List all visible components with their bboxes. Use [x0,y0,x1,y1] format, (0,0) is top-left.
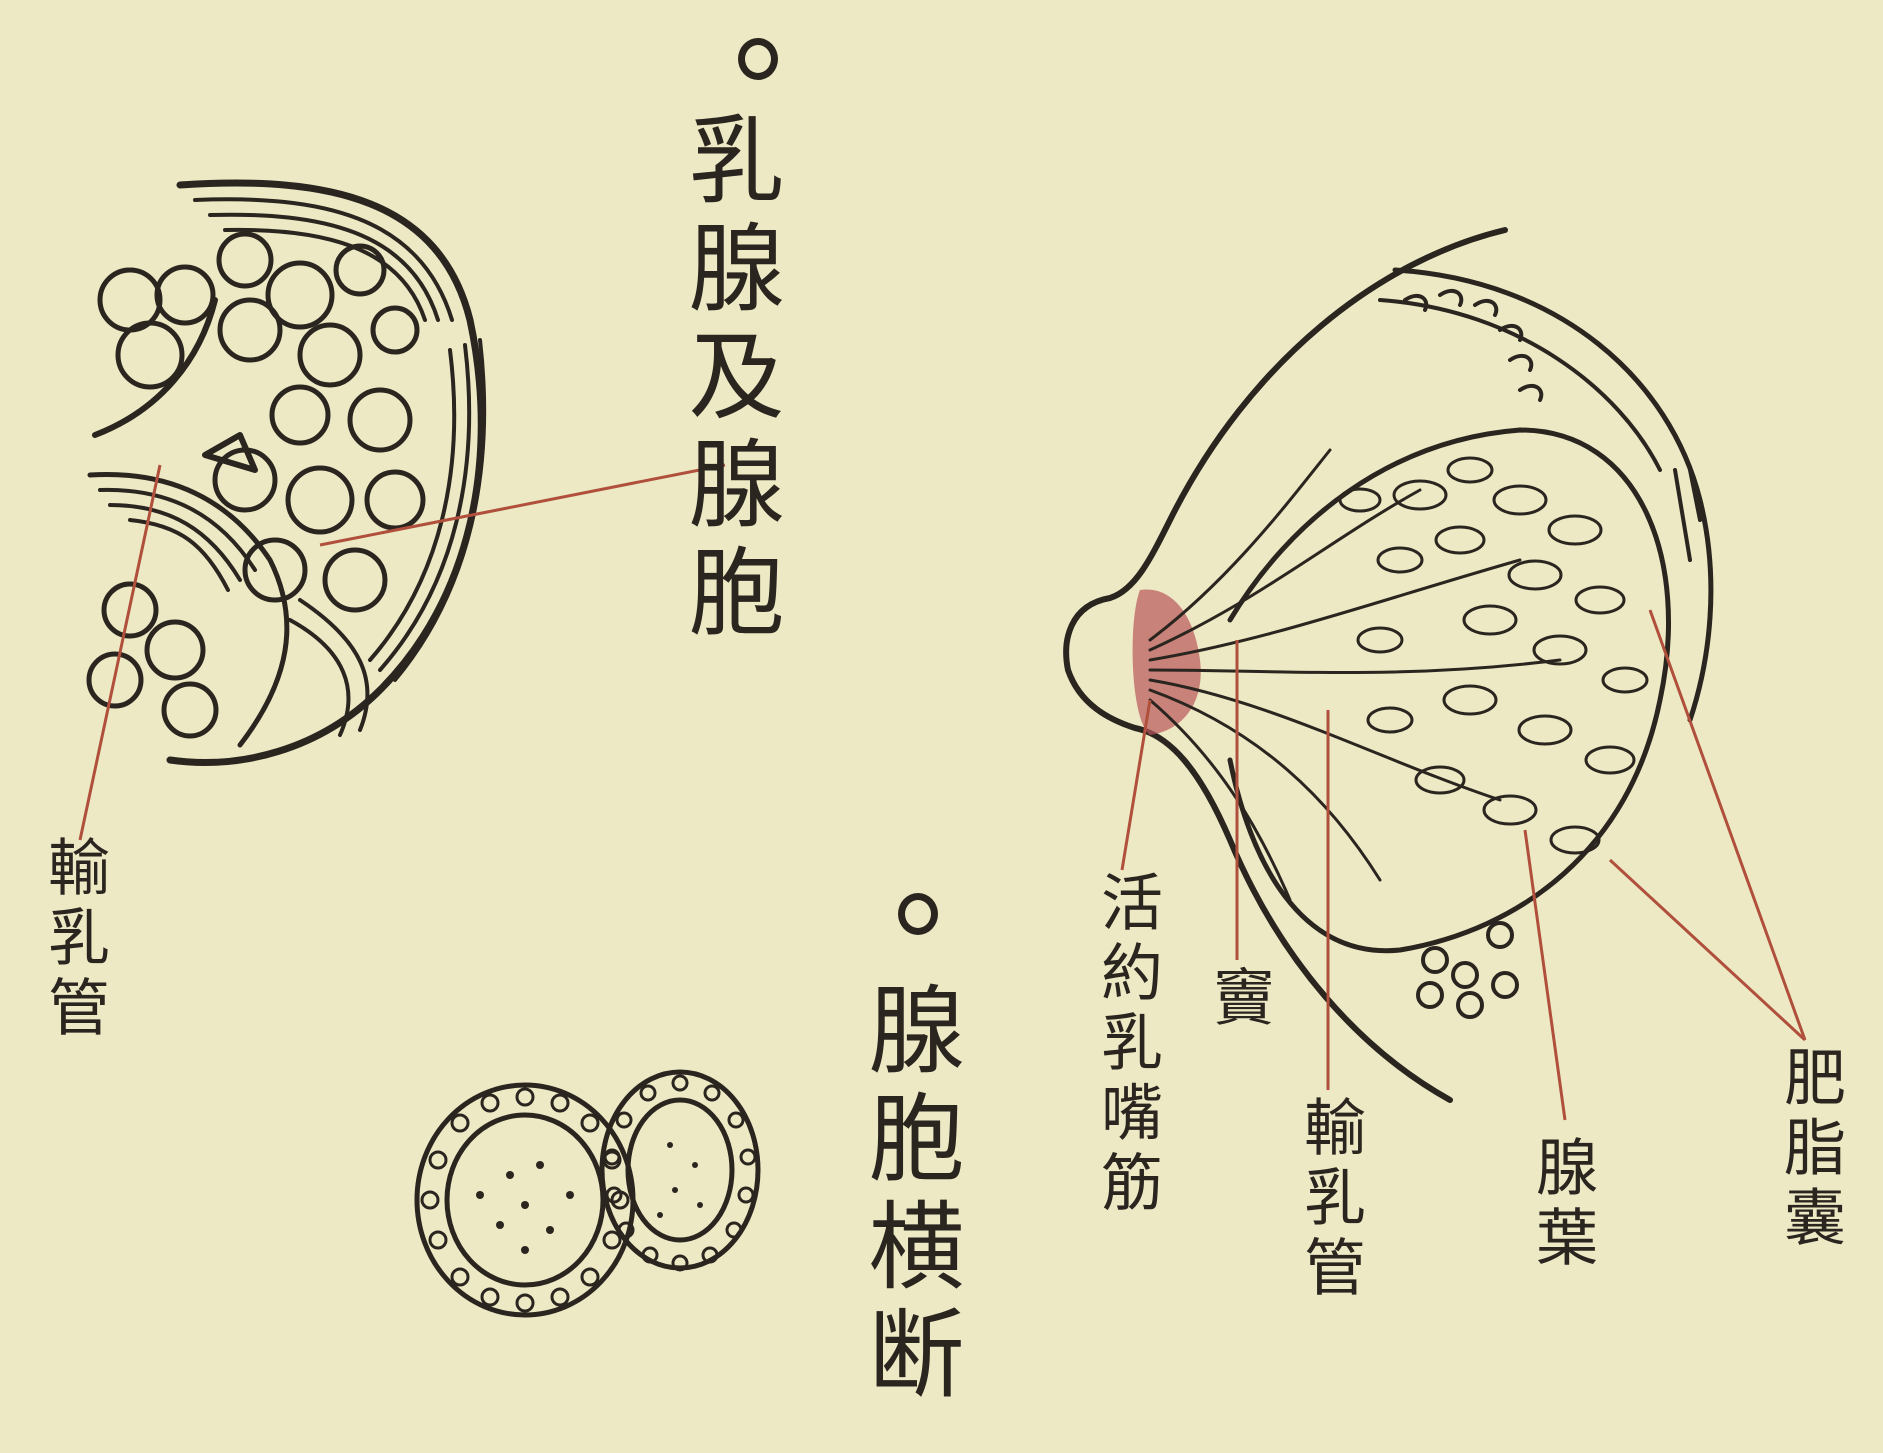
gland-lobes [1340,458,1647,853]
label-nipple-sphincter: 活約乳嘴筋 [1095,870,1157,1220]
title-mark-2 [898,893,938,935]
label-fat-sac: 肥脂囊 [1778,1045,1840,1255]
gland-lobule-drawing [89,183,484,762]
alveolus-cross-section [410,1065,770,1325]
label-lactiferous-duct-right: 輸乳管 [1298,1095,1360,1305]
alveoli-cluster [89,234,423,736]
title-alveolus-section: 腺胞横断 [860,980,956,1412]
title-mark-1 [738,38,778,80]
milk-ducts [1150,450,1560,900]
label-lactiferous-duct-left: 輸乳管 [42,835,104,1045]
label-gland-lobe: 腺葉 [1530,1135,1592,1275]
label-sinus: 竇 [1207,965,1269,1035]
title-mammary-gland: 乳腺及腺胞 [680,110,776,650]
